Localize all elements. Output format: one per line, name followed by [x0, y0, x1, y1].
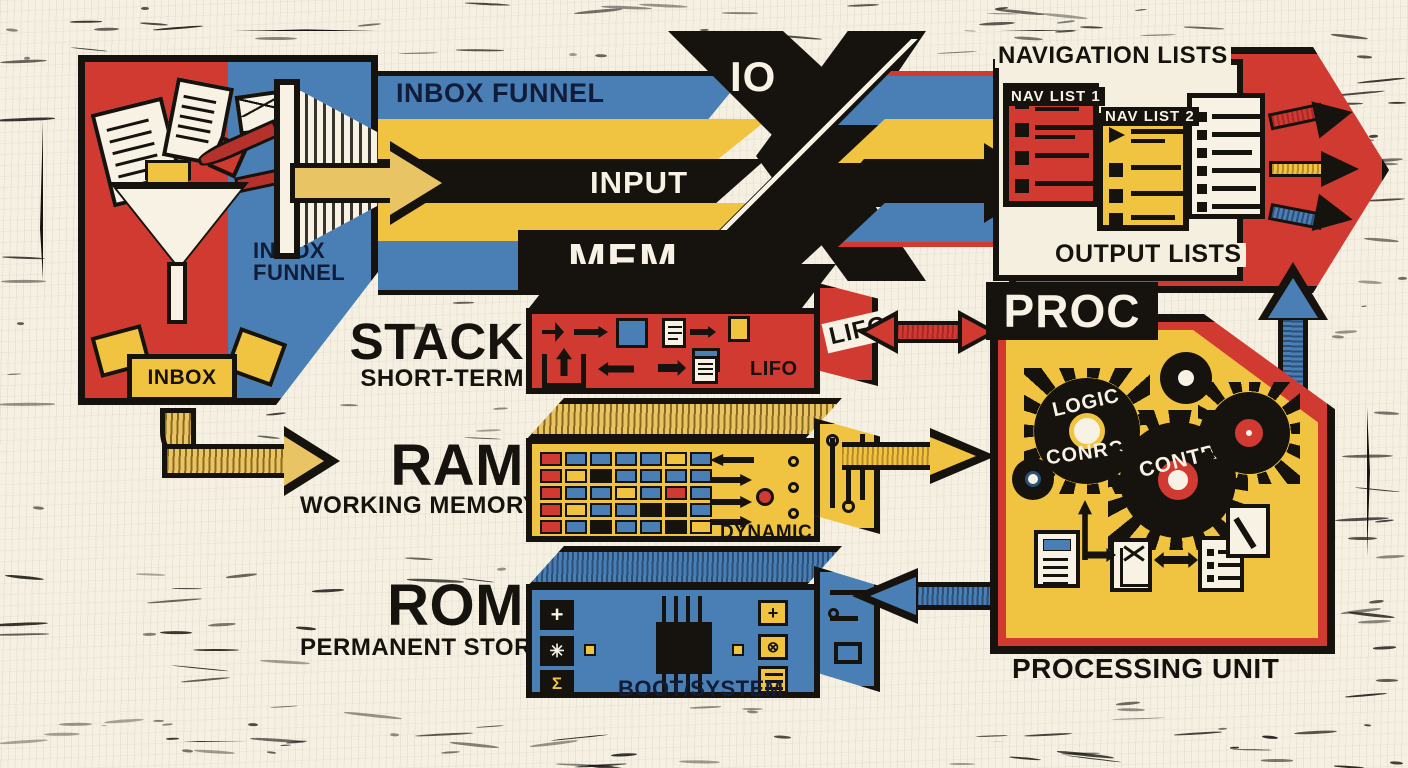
- secondary-gear-teeth: [1198, 382, 1300, 484]
- output-arrow-blue: [1267, 193, 1359, 239]
- chart-document-icon: [1110, 538, 1152, 592]
- inbox-tray: INBOX: [127, 354, 237, 398]
- input-label: INPUT: [590, 165, 688, 200]
- ram-label-group: RAM WORKING MEMORY: [300, 433, 540, 520]
- navigation-lists-card: NAVIGATION LISTS NAV LIST 1: [973, 44, 1389, 293]
- nav-list-2-label: NAV LIST 2: [1101, 107, 1199, 126]
- io-label: IO: [730, 53, 777, 100]
- output-arrow-yellow: [1269, 151, 1361, 187]
- nav-list-2: [1097, 113, 1189, 231]
- proc-header-label: PROC: [1003, 285, 1141, 337]
- output-arrow-red: [1267, 93, 1357, 139]
- edit-document-icon: [1226, 504, 1270, 558]
- memory-stack: MEM LIFO: [430, 230, 896, 728]
- stack-title: STACK: [349, 313, 524, 370]
- small-gear: [1012, 458, 1054, 500]
- stack-proc-connector: [858, 310, 998, 354]
- stack-box-top: [526, 264, 836, 312]
- ram-inner-label: DYNAMIC: [720, 522, 813, 543]
- ram-subtitle: WORKING MEMORY: [300, 492, 540, 520]
- ram-box-top: [526, 398, 842, 440]
- ram-title: RAM: [390, 433, 524, 498]
- rom-inner-label: BOOT/SYSTEM: [618, 676, 784, 701]
- rom-box-front: + ✳ Σ + ⊗ BOOT/SYSTEM: [526, 584, 820, 701]
- ram-proc-connector: [842, 428, 1000, 484]
- input-arrow-icon: [290, 141, 460, 225]
- stack-subtitle: SHORT-TERM: [360, 365, 524, 393]
- right-arrow-icon: [1084, 548, 1116, 562]
- stack-box-front: LIFO: [526, 308, 820, 394]
- output-lists-caption: OUTPUT LISTS: [1051, 242, 1246, 267]
- stack-inner-label: LIFO: [750, 358, 798, 380]
- bidirectional-arrow-icon: [1154, 552, 1198, 568]
- document-icon: [1034, 530, 1080, 588]
- nav-list-1-label: NAV LIST 1: [1007, 87, 1105, 106]
- ram-box-front: DYNAMIC: [526, 438, 820, 542]
- inbox-tray-label: INBOX: [147, 366, 217, 390]
- processing-unit-caption: PROCESSING UNIT: [1012, 653, 1280, 684]
- processing-unit: PROC LOGIC CONRC CONTROL: [986, 282, 1335, 684]
- inbox-to-ram-arrow: [150, 400, 360, 500]
- top-gear: [1160, 352, 1212, 404]
- navigation-lists-title: NAVIGATION LISTS: [995, 44, 1231, 68]
- io-panel: INBOX INBOX FUNNEL INBOX FUNNEL INPUT: [78, 31, 1389, 405]
- proc-header: PROC: [986, 282, 1158, 340]
- output-list-panel: [1187, 93, 1265, 219]
- proc-rom-connector: [852, 568, 1012, 624]
- list-document-icon: [1198, 536, 1244, 592]
- stack-label-group: STACK SHORT-TERM: [304, 313, 524, 393]
- rom-box-top: [526, 546, 842, 588]
- inbox-funnel-top-label: INBOX FUNNEL: [396, 78, 605, 108]
- rom-title: ROM: [387, 573, 524, 638]
